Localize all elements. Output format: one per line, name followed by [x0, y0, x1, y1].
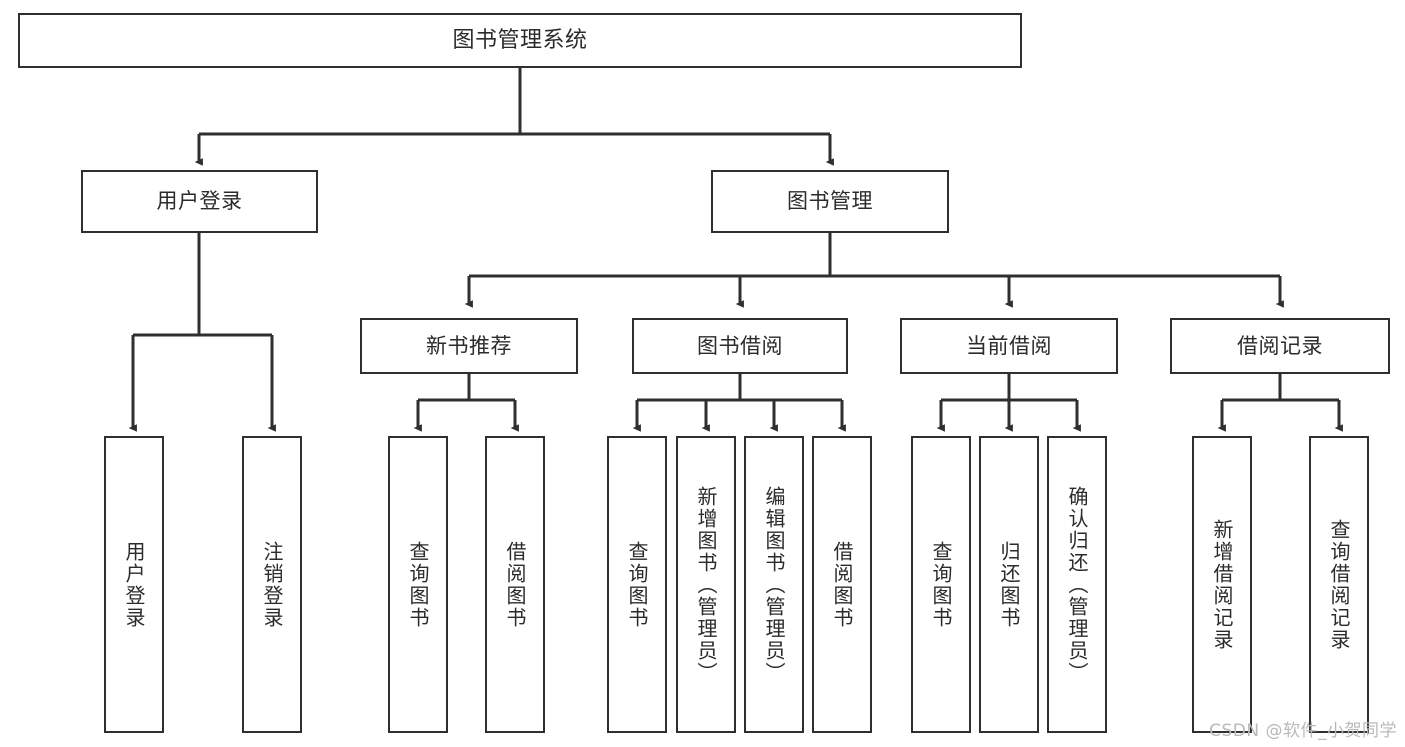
leaf-query-book-2-label: 查询图书	[625, 540, 649, 629]
leaf-query-book-3-label: 查询图书	[929, 540, 953, 629]
node-current-borrow[interactable]: 当前借阅	[900, 318, 1118, 374]
leaf-borrow-book-2-label: 借阅图书	[830, 540, 854, 629]
node-borrow-record-label: 借阅记录	[1237, 333, 1323, 358]
leaf-logout-label: 注销登录	[260, 540, 284, 629]
leaf-borrow-book-1[interactable]: 借阅图书	[485, 436, 545, 733]
node-book-manage-label: 图书管理	[787, 189, 873, 214]
node-book-borrow[interactable]: 图书借阅	[632, 318, 848, 374]
leaf-query-book-3[interactable]: 查询图书	[911, 436, 971, 733]
node-borrow-record[interactable]: 借阅记录	[1170, 318, 1390, 374]
leaf-borrow-book-1-label: 借阅图书	[503, 540, 527, 629]
node-current-borrow-label: 当前借阅	[966, 333, 1052, 358]
node-book-borrow-label: 图书借阅	[697, 333, 783, 358]
node-user-login[interactable]: 用户登录	[81, 170, 318, 233]
leaf-return-book[interactable]: 归还图书	[979, 436, 1039, 733]
leaf-user-login[interactable]: 用户登录	[104, 436, 164, 733]
node-root-label: 图书管理系统	[452, 27, 588, 53]
node-new-book-recommend-label: 新书推荐	[426, 333, 512, 358]
leaf-edit-book[interactable]: 编辑图书（管理员）	[744, 436, 804, 733]
leaf-query-record-label: 查询借阅记录	[1327, 518, 1351, 651]
leaf-borrow-book-2[interactable]: 借阅图书	[812, 436, 872, 733]
leaf-add-book-label: 新增图书（管理员）	[694, 485, 718, 684]
leaf-query-record[interactable]: 查询借阅记录	[1309, 436, 1369, 733]
leaf-confirm-return[interactable]: 确认归还（管理员）	[1047, 436, 1107, 733]
node-user-login-label: 用户登录	[156, 189, 243, 214]
leaf-query-book-1[interactable]: 查询图书	[388, 436, 448, 733]
leaf-add-book[interactable]: 新增图书（管理员）	[676, 436, 736, 733]
leaf-logout[interactable]: 注销登录	[242, 436, 302, 733]
node-new-book-recommend[interactable]: 新书推荐	[360, 318, 578, 374]
leaf-user-login-label: 用户登录	[122, 540, 146, 629]
leaf-query-book-1-label: 查询图书	[406, 540, 430, 629]
leaf-confirm-return-label: 确认归还（管理员）	[1065, 485, 1089, 684]
leaf-return-book-label: 归还图书	[997, 540, 1021, 629]
watermark: CSDN @软件_小贺同学	[1209, 721, 1397, 741]
node-book-manage[interactable]: 图书管理	[711, 170, 949, 233]
leaf-add-record-label: 新增借阅记录	[1210, 518, 1234, 651]
node-root[interactable]: 图书管理系统	[18, 13, 1022, 68]
leaf-edit-book-label: 编辑图书（管理员）	[762, 485, 786, 684]
leaf-add-record[interactable]: 新增借阅记录	[1192, 436, 1252, 733]
leaf-query-book-2[interactable]: 查询图书	[607, 436, 667, 733]
